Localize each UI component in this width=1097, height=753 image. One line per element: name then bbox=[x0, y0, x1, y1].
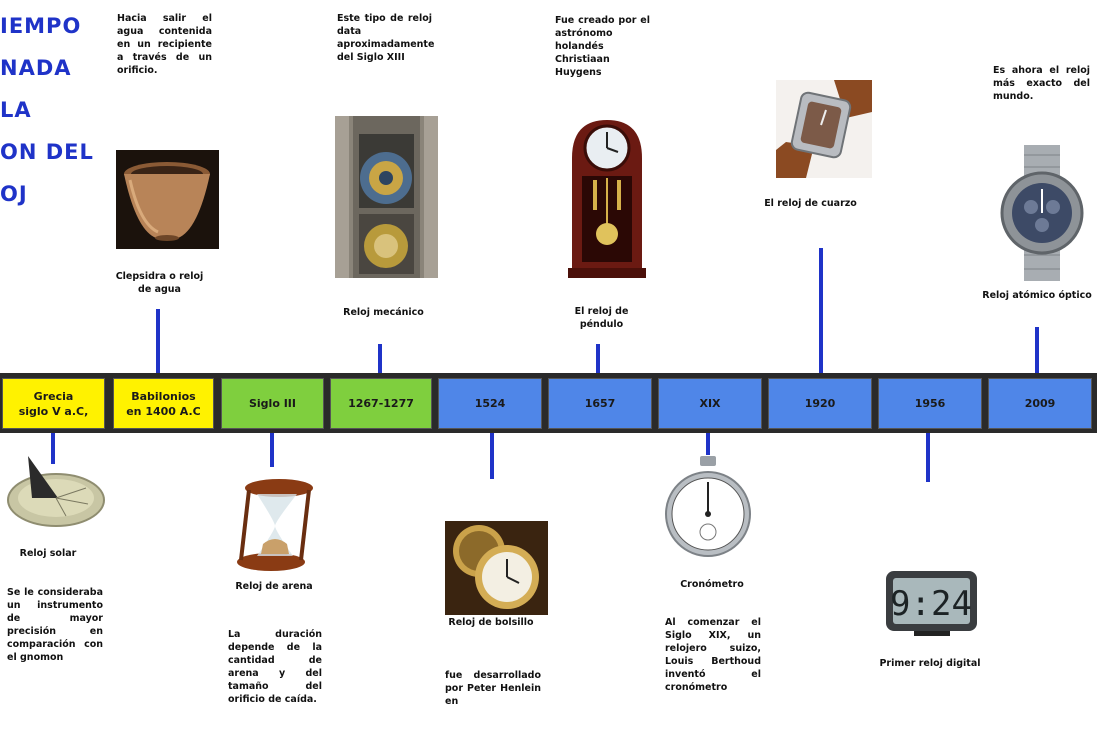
cronometro-description: Al comenzar el Siglo XIX, un relojero su… bbox=[665, 617, 761, 693]
connector-line bbox=[378, 344, 382, 373]
cronometro-label: Cronómetro bbox=[680, 579, 744, 590]
timeline-cell: XIX bbox=[658, 378, 762, 429]
hourglass-image bbox=[229, 476, 321, 574]
timeline-cell: 1956 bbox=[878, 378, 982, 429]
bolsillo-label: Reloj de bolsillo bbox=[448, 617, 534, 628]
timeline-cell: Grecia siglo V a.C, bbox=[2, 378, 105, 429]
mecanico-description: Este tipo de reloj data aproximadamente … bbox=[337, 13, 435, 63]
connector-line bbox=[819, 248, 823, 373]
connector-line bbox=[490, 433, 494, 479]
connector-line bbox=[51, 433, 55, 464]
timeline-cell: 1524 bbox=[438, 378, 542, 429]
connector-line bbox=[596, 344, 600, 373]
digital-label: Primer reloj digital bbox=[879, 658, 981, 669]
pendulum-clock-image bbox=[566, 118, 648, 278]
connector-line bbox=[706, 433, 710, 455]
clepsidra-description: Hacia salir el agua contenida en un reci… bbox=[117, 13, 212, 76]
digital-clock-display: 9:24 bbox=[890, 584, 972, 624]
clepsidra-image bbox=[116, 150, 219, 249]
atomico-label: Reloj atómico óptico bbox=[982, 290, 1092, 301]
clepsidra-label: Clepsidra o reloj de agua bbox=[115, 271, 204, 295]
digital-clock-image: 9:24 bbox=[884, 569, 979, 636]
timeline-cell: Siglo III bbox=[221, 378, 324, 429]
solar-label: Reloj solar bbox=[19, 548, 77, 559]
connector-line bbox=[270, 433, 274, 467]
atomic-watch-image bbox=[998, 145, 1086, 281]
pendulo-description: Fue creado por el astrónomo holandés Chr… bbox=[555, 15, 650, 78]
mechanical-clock-image bbox=[335, 116, 438, 278]
timeline-cell: 2009 bbox=[988, 378, 1092, 429]
connector-line bbox=[1035, 327, 1039, 373]
arena-description: La duración depende de la cantidad de ar… bbox=[228, 629, 322, 705]
connector-line bbox=[926, 433, 930, 482]
mecanico-label: Reloj mecánico bbox=[343, 307, 424, 318]
atomico-description: Es ahora el reloj más exacto del mundo. bbox=[993, 65, 1090, 102]
stopwatch-image bbox=[660, 454, 760, 558]
timeline-cell: 1920 bbox=[768, 378, 872, 429]
timeline-cell: 1657 bbox=[548, 378, 652, 429]
pocket-watch-image bbox=[445, 521, 548, 615]
page-title: IEMPO NADA LA ON DEL OJ bbox=[0, 14, 94, 206]
solar-description: Se le consideraba un instrumento de mayo… bbox=[7, 587, 103, 663]
timeline-cell: 1267-1277 bbox=[330, 378, 432, 429]
quartz-watch-image bbox=[776, 80, 872, 178]
cuarzo-label: El reloj de cuarzo bbox=[764, 198, 857, 209]
pendulo-label: El reloj de péndulo bbox=[574, 306, 629, 330]
sundial-image bbox=[2, 452, 106, 532]
timeline-cell: Babilonios en 1400 A.C bbox=[113, 378, 214, 429]
connector-line bbox=[156, 309, 160, 373]
arena-label: Reloj de arena bbox=[235, 581, 313, 592]
bolsillo-description: fue desarrollado por Peter Henlein en bbox=[445, 670, 541, 707]
